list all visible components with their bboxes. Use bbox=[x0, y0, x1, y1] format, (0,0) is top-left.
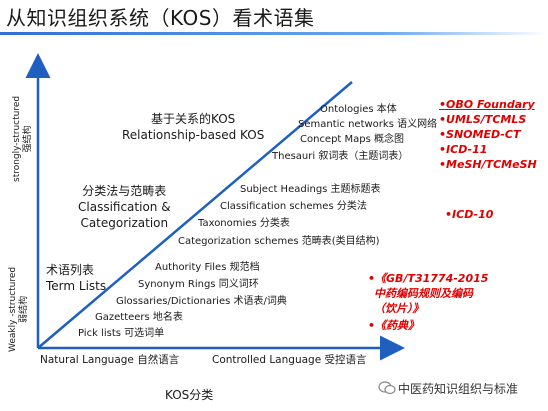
group-term-lists: 术语列表 Term Lists bbox=[46, 262, 106, 294]
group-classification: 分类法与范畴表 Classification & Categorization bbox=[78, 183, 171, 232]
example-gbt-standard-line2: 中药编码规则及编码 bbox=[374, 287, 473, 300]
example-pharmacopoeia: •《药典》 bbox=[368, 319, 420, 332]
example-gbt-standard-line3: （饮片）》 bbox=[374, 302, 424, 315]
example-umls-tcmls: •UMLS/TCMLS bbox=[439, 113, 527, 126]
example-icd-10: •ICD-10 bbox=[445, 208, 494, 221]
group-classification-cn: 分类法与范畴表 bbox=[82, 184, 167, 198]
y-top-en: strongly-structured bbox=[12, 95, 22, 182]
y-top-cn: 强结构 bbox=[22, 125, 33, 153]
x-axis-title: KOS分类 bbox=[165, 388, 214, 402]
group-relationship-cn: 基于关系的KOS bbox=[151, 112, 236, 126]
page-title: 从知识组织系统（KOS）看术语集 bbox=[6, 6, 315, 30]
item-categorization-schemes: Categorization schemes 范畴表(类目结构) bbox=[178, 236, 380, 247]
item-semantic-networks: Semantic networks 语义网络 bbox=[298, 119, 438, 130]
item-taxonomies: Taxonomies 分类表 bbox=[198, 218, 290, 229]
example-snomed-ct: •SNOMED-CT bbox=[439, 128, 521, 141]
item-concept-maps: Concept Maps 概念图 bbox=[300, 134, 405, 145]
example-gbt-standard: •《GB/T31774-2015 bbox=[368, 272, 489, 285]
item-authority-files: Authority Files 规范档 bbox=[155, 262, 260, 273]
x-axis-right-label: Controlled Language 受控语言 bbox=[212, 354, 367, 366]
example-obo-foundary: •OBO Foundary bbox=[439, 98, 535, 111]
watermark-text: 中医药知识组织与标准 bbox=[398, 382, 519, 396]
example-mesh-tcmesh: •MeSH/TCMeSH bbox=[439, 158, 537, 171]
item-classification-schemes: Classification schemes 分类法 bbox=[220, 201, 367, 212]
wechat-icon bbox=[378, 381, 396, 395]
group-termlists-cn: 术语列表 bbox=[46, 263, 95, 277]
item-ontologies: Ontologies 本体 bbox=[320, 104, 397, 115]
item-glossaries: Glossaries/Dictionaries 术语表/词典 bbox=[116, 296, 287, 307]
diagonal-line bbox=[37, 81, 353, 349]
title-underline bbox=[0, 32, 548, 35]
y-axis-bottom-label: Weakly -structured 弱结构 bbox=[8, 267, 30, 352]
y-bottom-en: Weakly -structured bbox=[8, 266, 18, 352]
item-pick-lists: Pick lists 可选词单 bbox=[78, 328, 165, 339]
example-icd-11: •ICD-11 bbox=[439, 143, 488, 156]
group-relationship-based: 基于关系的KOS Relationship-based KOS bbox=[122, 111, 264, 143]
group-termlists-en: Term Lists bbox=[46, 279, 107, 294]
y-bottom-cn: 弱结构 bbox=[18, 295, 29, 323]
item-subject-headings: Subject Headings 主题标题表 bbox=[240, 184, 381, 195]
item-synonym-rings: Synonym Rings 同义词环 bbox=[138, 279, 259, 290]
item-gazetteers: Gazetteers 地名表 bbox=[95, 312, 183, 323]
group-relationship-en: Relationship-based KOS bbox=[122, 128, 265, 143]
item-thesauri: Thesauri 叙词表（主题词表） bbox=[272, 151, 409, 162]
x-axis-left-label: Natural Language 自然语言 bbox=[40, 354, 180, 366]
group-classification-en2: Categorization bbox=[80, 216, 169, 231]
y-axis-top-label: strongly-structured 强结构 bbox=[12, 96, 34, 182]
group-classification-en1: Classification & bbox=[78, 200, 171, 215]
